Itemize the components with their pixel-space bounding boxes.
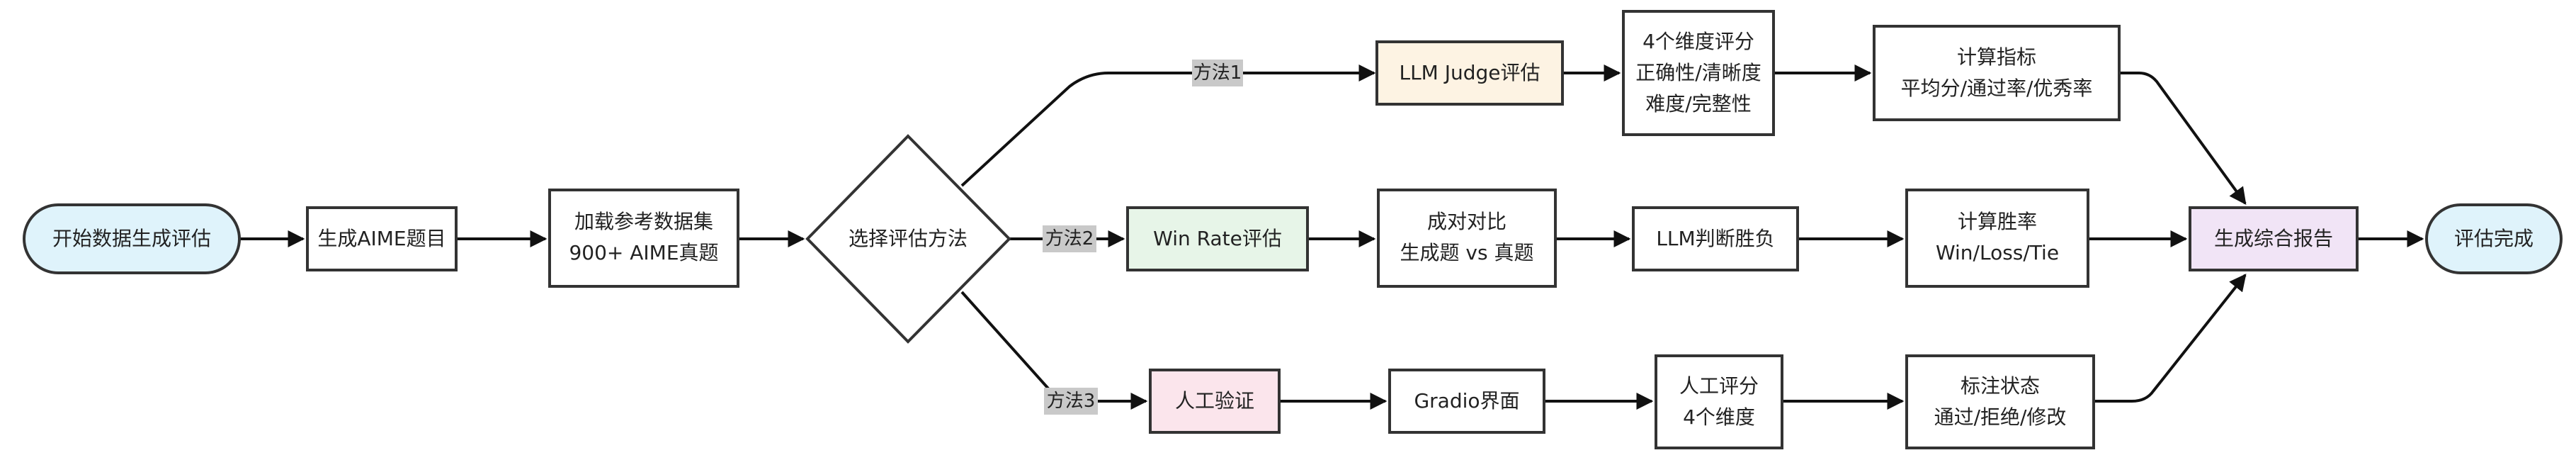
edge-label-to-report [2094, 275, 2245, 401]
node-human-score-line1: 人工评分 [1679, 374, 1759, 398]
edge-label-method2: 方法2 [1043, 225, 1096, 252]
node-done-label: 评估完成 [2454, 227, 2534, 250]
node-win-rate: Win Rate评估 [1128, 208, 1307, 270]
node-winrate-calc: 计算胜率 Win/Loss/Tie [1907, 190, 2088, 286]
node-load-ref-shape [550, 190, 738, 286]
node-choose-label: 选择评估方法 [849, 227, 968, 250]
node-dims4: 4个维度评分 正确性/清晰度 难度/完整性 [1623, 11, 1774, 135]
node-gen-aime-label: 生成AIME题目 [317, 227, 446, 250]
node-llm-decide: LLM判断胜负 [1633, 208, 1798, 270]
node-pair-line2: 生成题 vs 真题 [1400, 241, 1534, 264]
node-human: 人工验证 [1150, 370, 1279, 432]
edge-label-method3: 方法3 [1044, 388, 1098, 415]
node-load-ref: 加载参考数据集 900+ AIME真题 [550, 190, 738, 286]
node-load-ref-line1: 加载参考数据集 [574, 210, 713, 233]
node-metrics-shape [1874, 26, 2119, 120]
node-metrics: 计算指标 平均分/通过率/优秀率 [1874, 26, 2119, 120]
node-label-status-line2: 通过/拒绝/修改 [1934, 405, 2067, 429]
node-report: 生成综合报告 [2190, 208, 2357, 270]
node-report-label: 生成综合报告 [2214, 227, 2333, 250]
node-dims4-line3: 难度/完整性 [1645, 92, 1751, 116]
edge-choose-method1 [962, 73, 1374, 186]
node-pair-shape [1378, 190, 1555, 286]
edge-choose-method3 [962, 292, 1146, 401]
node-done: 评估完成 [2427, 205, 2561, 273]
node-metrics-line2: 平均分/通过率/优秀率 [1901, 77, 2093, 100]
node-llm-decide-label: LLM判断胜负 [1656, 227, 1774, 250]
node-winrate-calc-line2: Win/Loss/Tie [1936, 241, 2059, 264]
node-pair: 成对对比 生成题 vs 真题 [1378, 190, 1555, 286]
node-gradio: Gradio界面 [1390, 370, 1544, 432]
node-start: 开始数据生成评估 [24, 205, 239, 273]
node-load-ref-line2: 900+ AIME真题 [569, 241, 718, 264]
node-human-score-line2: 4个维度 [1683, 405, 1755, 429]
edge-label-method2-text: 方法2 [1045, 228, 1094, 249]
node-label-status-shape [1907, 356, 2094, 448]
node-metrics-line1: 计算指标 [1957, 45, 2036, 69]
node-winrate-calc-shape [1907, 190, 2088, 286]
edge-label-method1-text: 方法1 [1193, 62, 1242, 84]
node-winrate-calc-line1: 计算胜率 [1958, 210, 2037, 233]
node-pair-line1: 成对对比 [1427, 210, 1507, 233]
node-win-rate-label: Win Rate评估 [1153, 227, 1282, 250]
node-llm-judge-label: LLM Judge评估 [1399, 61, 1540, 84]
edge-metrics-to-report [2119, 73, 2245, 203]
node-label-status: 标注状态 通过/拒绝/修改 [1907, 356, 2094, 448]
node-gen-aime: 生成AIME题目 [307, 208, 456, 270]
node-llm-judge: LLM Judge评估 [1377, 42, 1562, 104]
node-human-score: 人工评分 4个维度 [1656, 356, 1782, 448]
node-start-label: 开始数据生成评估 [52, 227, 211, 250]
edge-label-method1: 方法1 [1192, 60, 1243, 86]
node-label-status-line1: 标注状态 [1961, 374, 2040, 398]
node-dims4-line2: 正确性/清晰度 [1635, 61, 1761, 84]
node-gradio-label: Gradio界面 [1414, 389, 1519, 413]
node-human-score-shape [1656, 356, 1782, 448]
node-human-label: 人工验证 [1175, 389, 1254, 413]
nodes: 开始数据生成评估 生成AIME题目 加载参考数据集 900+ AIME真题 选择… [24, 11, 2561, 448]
node-dims4-line1: 4个维度评分 [1642, 30, 1754, 53]
edge-label-method3-text: 方法3 [1047, 391, 1096, 412]
